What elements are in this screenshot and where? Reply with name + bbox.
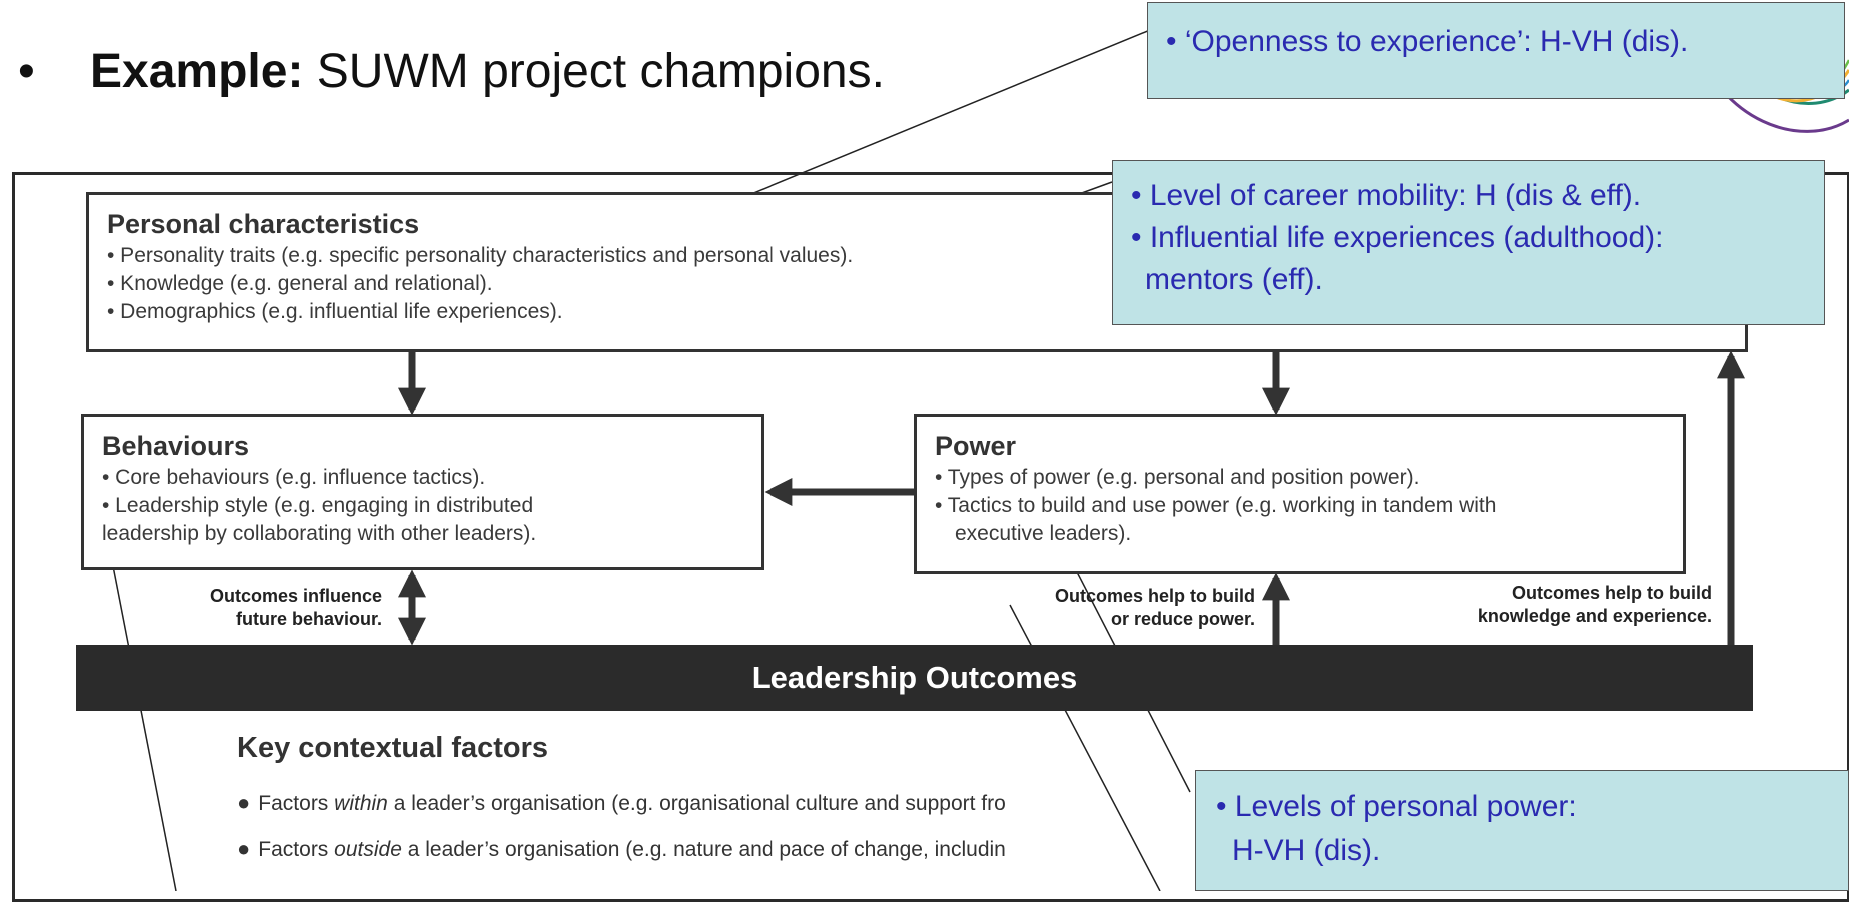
context-item-outside: ● Factors outside a leader’s organisation… <box>237 836 1006 862</box>
context-item-emphasis: outside <box>334 838 402 861</box>
context-item-text: Factors <box>258 792 335 815</box>
callout-openness-text: • ‘Openness to experience’: H-VH (dis). <box>1166 25 1689 58</box>
callout-power-line: • Levels of personal power: <box>1216 790 1577 823</box>
callout-power-line: H-VH (dis). <box>1232 834 1381 867</box>
context-item-text: a leader’s organisation (e.g. nature and… <box>401 838 1006 861</box>
feedback-knowledge-line: knowledge and experience. <box>1477 606 1712 626</box>
behaviours-title: Behaviours <box>102 431 250 461</box>
power-title: Power <box>935 431 1017 461</box>
behaviours-box: Behaviours • Core behaviours (e.g. influ… <box>81 414 764 570</box>
feedback-power-line: Outcomes help to build <box>1054 586 1255 606</box>
feedback-behaviour-line: Outcomes influence <box>209 586 382 606</box>
example-text: SUWM project champions. <box>316 45 885 98</box>
bullet-dot-icon: ● <box>237 790 251 815</box>
callout-openness: • ‘Openness to experience’: H-VH (dis). <box>1147 2 1845 99</box>
context-item-emphasis: within <box>334 792 388 815</box>
feedback-behaviour-label: Outcomes influence future behaviour. <box>150 585 382 631</box>
personal-item: • Demographics (e.g. influential life ex… <box>107 300 563 323</box>
leadership-outcomes-bar: Leadership Outcomes <box>76 645 1753 711</box>
behaviours-item: • Core behaviours (e.g. influence tactic… <box>102 466 486 489</box>
context-item-text: a leader’s organisation (e.g. organisati… <box>387 792 1006 815</box>
feedback-knowledge-line: Outcomes help to build <box>1511 583 1712 603</box>
callout-career-line: • Level of career mobility: H (dis & eff… <box>1131 179 1642 212</box>
feedback-power-line: or reduce power. <box>1110 609 1255 629</box>
feedback-knowledge-label: Outcomes help to build knowledge and exp… <box>1400 582 1712 628</box>
leader-line-behaviours <box>106 534 177 891</box>
callout-career-line: • Influential life experiences (adulthoo… <box>1131 221 1664 254</box>
power-item: executive leaders). <box>955 522 1132 545</box>
callout-personal-power: • Levels of personal power: H-VH (dis). <box>1195 770 1849 891</box>
leadership-outcomes-label: Leadership Outcomes <box>751 660 1078 695</box>
bullet-dot-icon: ● <box>237 836 251 861</box>
context-item-within: ● Factors within a leader’s organisation … <box>237 790 1006 816</box>
behaviours-item: • Leadership style (e.g. engaging in dis… <box>102 494 534 517</box>
context-title: Key contextual factors <box>237 732 549 764</box>
callout-career-mobility: • Level of career mobility: H (dis & eff… <box>1112 160 1825 325</box>
heading-bullet: • <box>18 45 35 98</box>
power-item: • Types of power (e.g. personal and posi… <box>935 466 1420 489</box>
personal-characteristics-title: Personal characteristics <box>107 209 420 239</box>
context-item-text: Factors <box>258 838 335 861</box>
callout-career-line: mentors (eff). <box>1145 263 1323 296</box>
feedback-power-label: Outcomes help to build or reduce power. <box>1000 585 1255 631</box>
power-item: • Tactics to build and use power (e.g. w… <box>935 494 1497 517</box>
behaviours-item: leadership by collaborating with other l… <box>102 522 537 545</box>
personal-item: • Personality traits (e.g. specific pers… <box>107 244 854 267</box>
power-box: Power • Types of power (e.g. personal an… <box>914 414 1686 574</box>
feedback-behaviour-line: future behaviour. <box>235 609 382 629</box>
personal-item: • Knowledge (e.g. general and relational… <box>107 272 493 295</box>
example-label: Example: <box>90 45 304 98</box>
example-heading: • Example: SUWM project champions. <box>18 44 885 99</box>
